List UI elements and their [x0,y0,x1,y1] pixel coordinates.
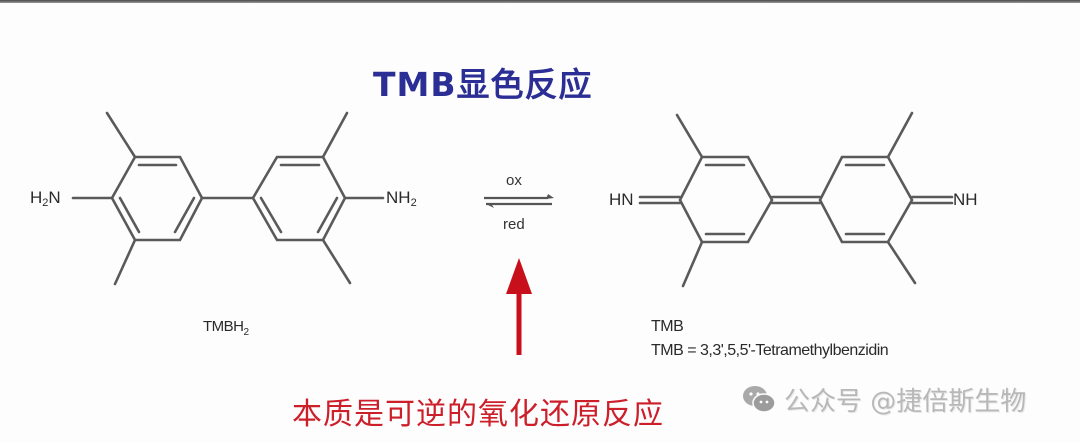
reduction-label: red [503,216,525,233]
reaction-caption: 本质是可逆的氧化还原反应 [292,397,664,432]
watermark-text: 公众号 @捷倍斯生物 [784,386,1027,417]
reactant-name: TMBH2 [203,318,249,338]
oxidation-label: ox [506,172,522,189]
reactant-amine-left: H2N [30,188,61,209]
equilibrium-arrows-icon [484,194,554,208]
wechat-icon [743,386,776,413]
product-imine-left: HN [609,190,634,209]
top-border [0,0,1080,3]
reactant-ring-right [251,111,385,285]
reactant-amine-right: NH2 [386,188,417,209]
product-ring-right [818,111,954,285]
reactant-ring-left [71,111,204,286]
product-name: TMB [651,318,684,335]
product-ring-left [638,113,774,288]
product-full-name: TMB = 3,3',5,5'-Tetramethylbenzidin [651,342,889,359]
diagram-title: TMB显色反应 [373,65,593,104]
product-imine-right: NH [953,190,978,209]
watermark: 公众号 @捷倍斯生物 [742,381,1026,417]
red-up-arrow-icon [506,258,532,355]
